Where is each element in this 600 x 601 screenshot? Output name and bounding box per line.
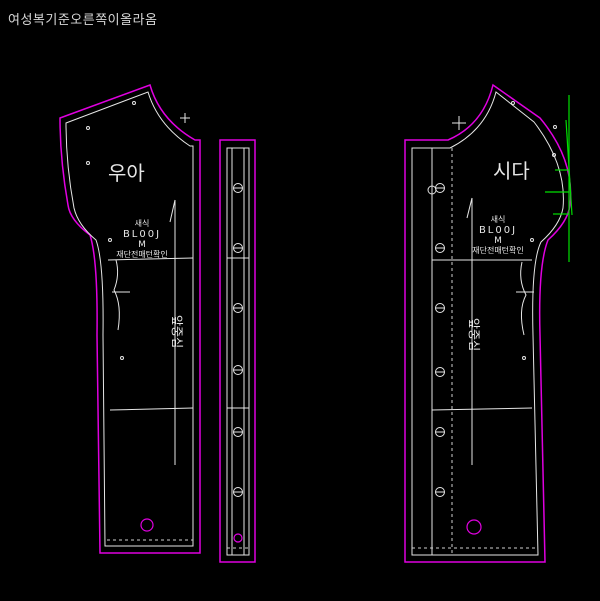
green-guide-lines: [545, 95, 573, 262]
drawing-title: 여성복기준오른쪽이올라옴: [8, 13, 158, 28]
piece-label-line: 새식: [491, 215, 506, 224]
piece-name: 시다: [493, 159, 530, 183]
piece-label-line: 새식: [135, 219, 150, 228]
grain-label: 앞중심: [467, 318, 481, 351]
pattern-piece-left[interactable]: 우아 새식 BL00J M 재단전매턴확인 앞중심: [59, 84, 201, 554]
pattern-piece-right[interactable]: 시다 새식 BL00J M 재단전매턴확인 앞중심: [404, 83, 573, 563]
placket-strip[interactable]: [219, 139, 256, 563]
grain-label: 앞중심: [170, 315, 184, 348]
piece-label-line: M: [138, 240, 146, 250]
piece-label-line: 재단전매턴확인: [472, 245, 524, 255]
piece-label-line: BL00J: [479, 225, 517, 236]
piece-name: 우아: [108, 161, 145, 185]
piece-label-line: 재단전매턴확인: [116, 249, 168, 259]
piece-label-line: M: [494, 236, 502, 246]
piece-label-line: BL00J: [123, 229, 161, 240]
